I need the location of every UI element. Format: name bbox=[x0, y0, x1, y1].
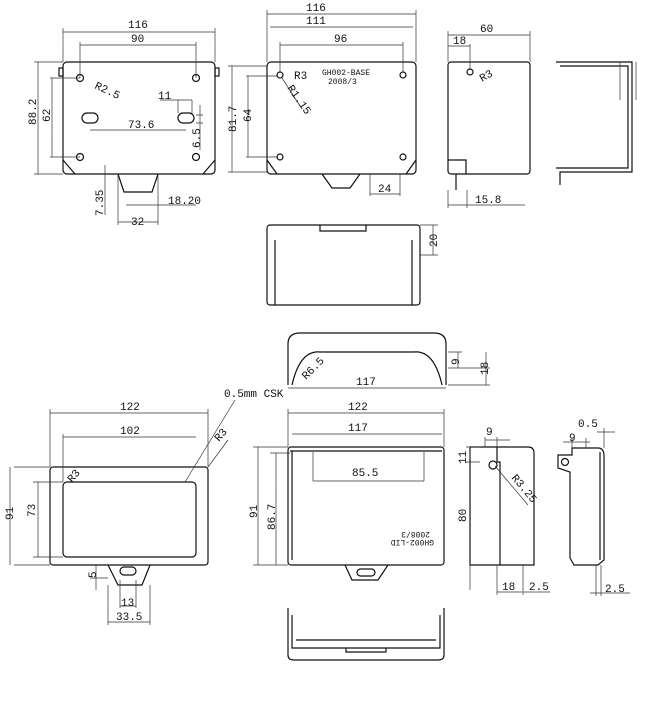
dim-label: 11 bbox=[158, 91, 172, 103]
dim-label: 18 bbox=[502, 582, 515, 594]
base-side-view: 60 18 R3 15.8 bbox=[447, 24, 531, 208]
lid-section-view: 0.5 9 2.5 bbox=[557, 419, 630, 596]
dim-label: 111 bbox=[306, 16, 326, 28]
dim-label: 33.5 bbox=[116, 612, 142, 624]
dim-label: 5 bbox=[88, 571, 100, 578]
dim-label: 122 bbox=[348, 402, 368, 414]
dim-label: 6.5 bbox=[192, 128, 204, 148]
dim-label: 117 bbox=[356, 377, 376, 389]
part-date: 2008/3 bbox=[328, 78, 357, 87]
dim-label: 2.5 bbox=[529, 582, 549, 594]
dim-label: 88.2 bbox=[28, 99, 40, 125]
dim-label: 2.5 bbox=[605, 584, 625, 596]
dim-label: 90 bbox=[131, 34, 144, 46]
dim-label: 81.7 bbox=[228, 106, 240, 132]
lid-back-view: 122 117 85.5 91 86.7 GH002-LID 2008/3 bbox=[249, 402, 445, 581]
dim-label: 20 bbox=[429, 234, 441, 247]
dim-label: 116 bbox=[306, 3, 326, 15]
base-bottom-view: 20 bbox=[266, 224, 441, 306]
part-date: 2008/3 bbox=[401, 529, 430, 538]
lid-top-view: R6.5 117 9 18 bbox=[287, 332, 492, 389]
dim-label: R2.5 bbox=[92, 81, 121, 103]
dim-label: 80 bbox=[458, 509, 470, 522]
dim-label: R3 bbox=[66, 468, 84, 486]
annotation: 0.5mm CSK bbox=[224, 389, 284, 401]
base-back-view: 116 90 88.2 62 R2.5 73.6 11 6.5 7.35 18.… bbox=[28, 20, 220, 229]
lid-front-view: 0.5mm CSK 122 102 91 73 R3 R3 5 13 33.5 bbox=[5, 389, 284, 625]
dim-label: 7.35 bbox=[95, 190, 107, 216]
dim-label: R3 bbox=[213, 427, 231, 445]
dim-label: 18 bbox=[453, 36, 466, 48]
dim-label: 0.5 bbox=[578, 419, 598, 431]
dim-label: 64 bbox=[243, 108, 255, 122]
dim-label: R3 bbox=[294, 71, 307, 83]
part-label: GH002-BASE bbox=[322, 69, 370, 78]
dim-label: 15.8 bbox=[475, 195, 501, 207]
dim-label: 62 bbox=[42, 109, 54, 122]
lid-side-view: 9 11 R3.25 80 18 2.5 bbox=[458, 427, 550, 595]
lid-bottom-view bbox=[287, 608, 445, 661]
dim-label: R6.5 bbox=[300, 356, 327, 383]
dim-label: 91 bbox=[249, 504, 261, 518]
dim-label: 102 bbox=[120, 426, 140, 438]
base-front-view: 116 111 96 81.7 64 R3 R1.15 GH002-BASE 2… bbox=[228, 3, 417, 196]
dim-label: 91 bbox=[5, 506, 17, 520]
dim-label: 86.7 bbox=[267, 504, 279, 530]
dim-label: 122 bbox=[120, 402, 140, 414]
dim-label: 24 bbox=[378, 184, 392, 196]
dim-label: 9 bbox=[486, 427, 493, 439]
dim-label: 9 bbox=[451, 358, 463, 365]
dim-label: 13 bbox=[121, 598, 134, 610]
part-label: GH002-LID bbox=[391, 537, 434, 546]
dim-label: 32 bbox=[131, 217, 144, 229]
dim-label: R3 bbox=[478, 68, 495, 85]
dim-label: 18.20 bbox=[168, 196, 201, 208]
dim-label: 85.5 bbox=[352, 468, 378, 480]
dim-label: 9 bbox=[569, 433, 576, 445]
dim-label: 18 bbox=[480, 362, 492, 375]
dim-label: 96 bbox=[334, 34, 347, 46]
dim-label: R1.15 bbox=[284, 83, 313, 117]
dim-label: 116 bbox=[128, 20, 148, 32]
dim-label: 11 bbox=[458, 450, 470, 464]
base-section-view bbox=[556, 61, 637, 185]
dim-label: 73.6 bbox=[128, 120, 154, 132]
dim-label: 60 bbox=[480, 24, 493, 36]
dim-label: 73 bbox=[27, 504, 39, 517]
dim-label: 117 bbox=[348, 423, 368, 435]
